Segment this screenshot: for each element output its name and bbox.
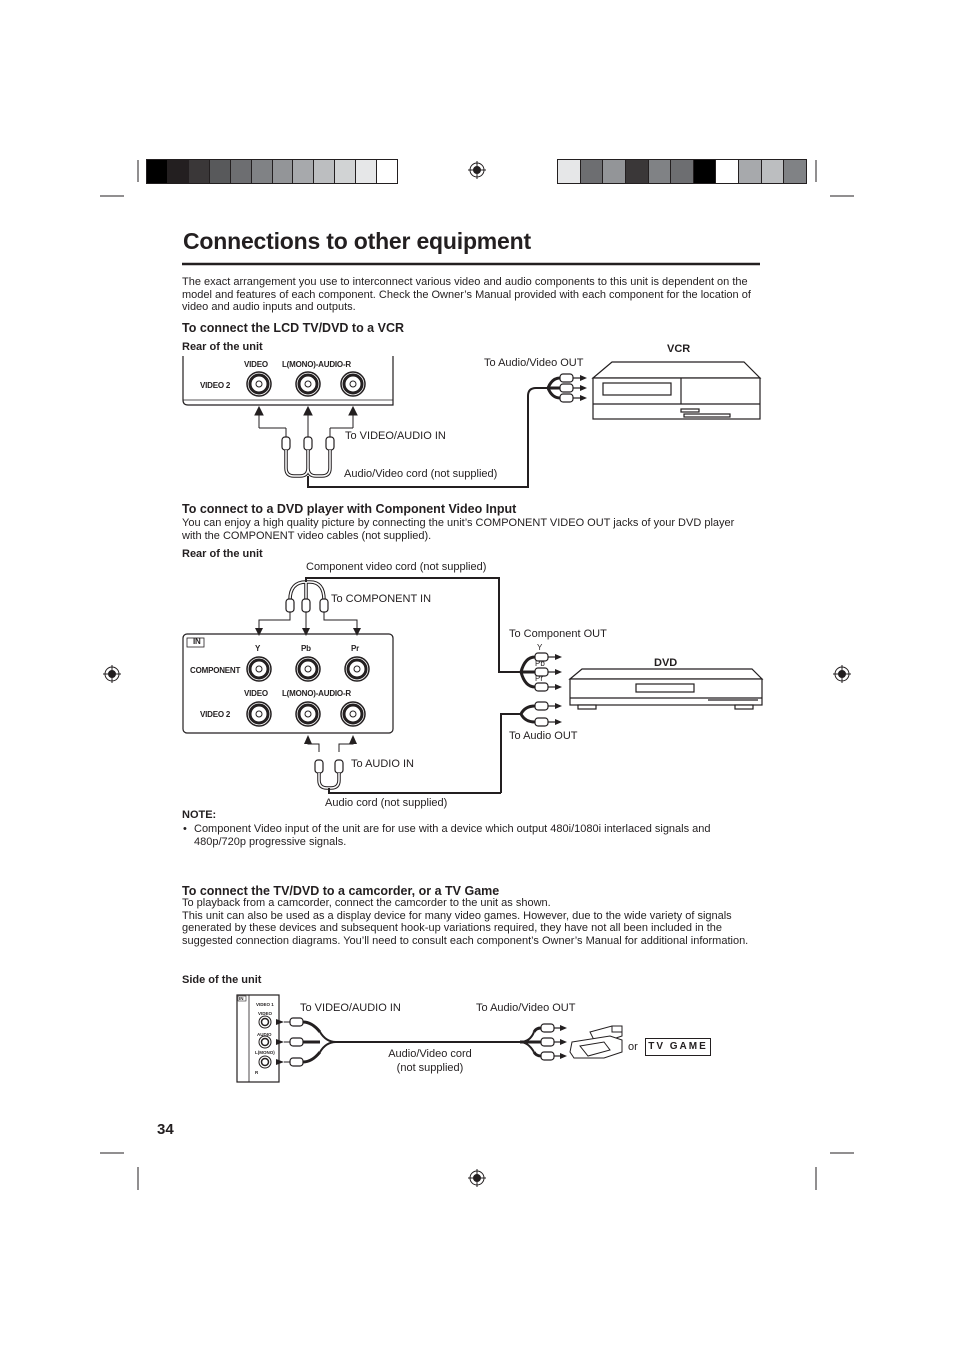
out-pr-label: Pr [535,674,543,683]
dvd-device-icon [568,668,764,710]
registration-right-swatch [647,160,671,183]
registration-bar-right [557,159,807,184]
cam-to-in-label: To VIDEO/AUDIO IN [300,1002,401,1014]
registration-right-swatch [602,160,625,183]
vcr-device-label: VCR [667,343,691,355]
vcr-rear-label: Rear of the unit [182,341,263,353]
registration-left-swatch [334,160,356,183]
registration-right-swatch [624,160,648,183]
registration-target-icon [468,161,486,179]
side-of-unit-label: Side of the unit [182,974,262,986]
registration-right-swatch [558,160,580,183]
vcr-jack-video-label: VIDEO [244,360,268,369]
registration-right-swatch [715,160,739,183]
registration-left-swatch [147,160,167,183]
vcr-heading: To connect the LCD TV/DVD to a VCR [182,321,404,335]
dvd-jack-audio-label: L(MONO)-AUDIO-R [282,689,351,698]
dvd-heading: To connect to a DVD player with Componen… [182,502,517,516]
dvd-device-label: DVD [654,657,678,669]
registration-left-swatch [250,160,272,183]
jack-pr-label: Pr [351,644,360,653]
to-audio-in-label: To AUDIO IN [351,758,414,770]
dvd-description: You can enjoy a high quality picture by … [182,517,735,542]
registration-right-swatch [670,160,693,183]
vcr-jack-row-label: VIDEO 2 [200,381,231,390]
audio-cord-label: Audio cord (not supplied) [325,797,448,809]
component-cord-label: Component video cord (not supplied) [306,561,487,573]
side-panel-in-label: IN [239,996,244,1001]
out-y-label: Y [537,643,543,652]
cam-to-out-label: To Audio/Video OUT [476,1002,576,1014]
vcr-to-in-label: To VIDEO/AUDIO IN [345,430,446,442]
side-panel-r-label: R [255,1070,259,1075]
registration-right-swatch [692,160,716,183]
side-panel-video1-label: VIDEO 1 [256,1002,274,1007]
registration-left-swatch [187,160,209,183]
registration-left-swatch [292,160,314,183]
registration-left-swatch [376,160,398,183]
dvd-jack-row-label: VIDEO 2 [200,710,231,719]
camcorder-heading: To connect the TV/DVD to a camcorder, or… [182,884,500,898]
camcorder-icon [569,1025,623,1059]
registration-left-swatch [313,160,335,183]
registration-left-swatch [271,160,293,183]
dvd-panel-jacks [246,656,370,727]
registration-left-swatch [166,160,188,183]
side-panel-mono-label: L(MONO) [255,1050,275,1055]
dvd-rear-label: Rear of the unit [182,548,263,560]
vcr-cord-label: Audio/Video cord (not supplied) [344,468,498,480]
panel-in-label: IN [193,637,201,646]
note-text: Component Video input of the unit are fo… [194,823,711,848]
vcr-device-icon [591,361,762,420]
side-panel-jacks [258,1015,272,1069]
note-bullet: • [183,823,187,835]
jack-pb-label: Pb [301,644,311,653]
registration-right-swatch [760,160,784,183]
vcr-to-out-label: To Audio/Video OUT [484,357,584,369]
or-label: or [628,1041,638,1053]
vcr-jack-audio-label: L(MONO)-AUDIO-R [282,360,351,369]
registration-left-swatch [208,160,230,183]
dvd-jack-video-label: VIDEO [244,689,268,698]
camcorder-description: To playback from a camcorder, connect th… [182,897,749,947]
page-title: Connections to other equipment [183,228,531,254]
registration-bar-left [146,159,398,184]
out-pb-label: Pb [535,659,545,668]
registration-left-swatch [229,160,251,183]
note-title: NOTE: [182,809,217,821]
cam-cord-label: Audio/Video cord (not supplied) [388,1048,472,1074]
component-label: COMPONENT [190,666,241,675]
registration-left-swatch [355,160,377,183]
page-number: 34 [157,1121,174,1138]
side-panel-video-label: VIDEO [258,1011,273,1016]
registration-right-swatch [579,160,603,183]
to-audio-out-label: To Audio OUT [509,730,578,742]
side-panel-audio-label: AUDIO [257,1032,272,1037]
registration-right-swatch [738,160,761,183]
to-component-in-label: To COMPONENT IN [331,593,432,605]
to-component-out-label: To Component OUT [509,628,607,640]
registration-right-swatch [783,160,807,183]
jack-y-label: Y [255,644,261,653]
vcr-panel-jacks [246,371,366,397]
tv-game-icon: TV GAME [645,1038,711,1056]
intro-text: The exact arrangement you use to interco… [182,276,751,313]
